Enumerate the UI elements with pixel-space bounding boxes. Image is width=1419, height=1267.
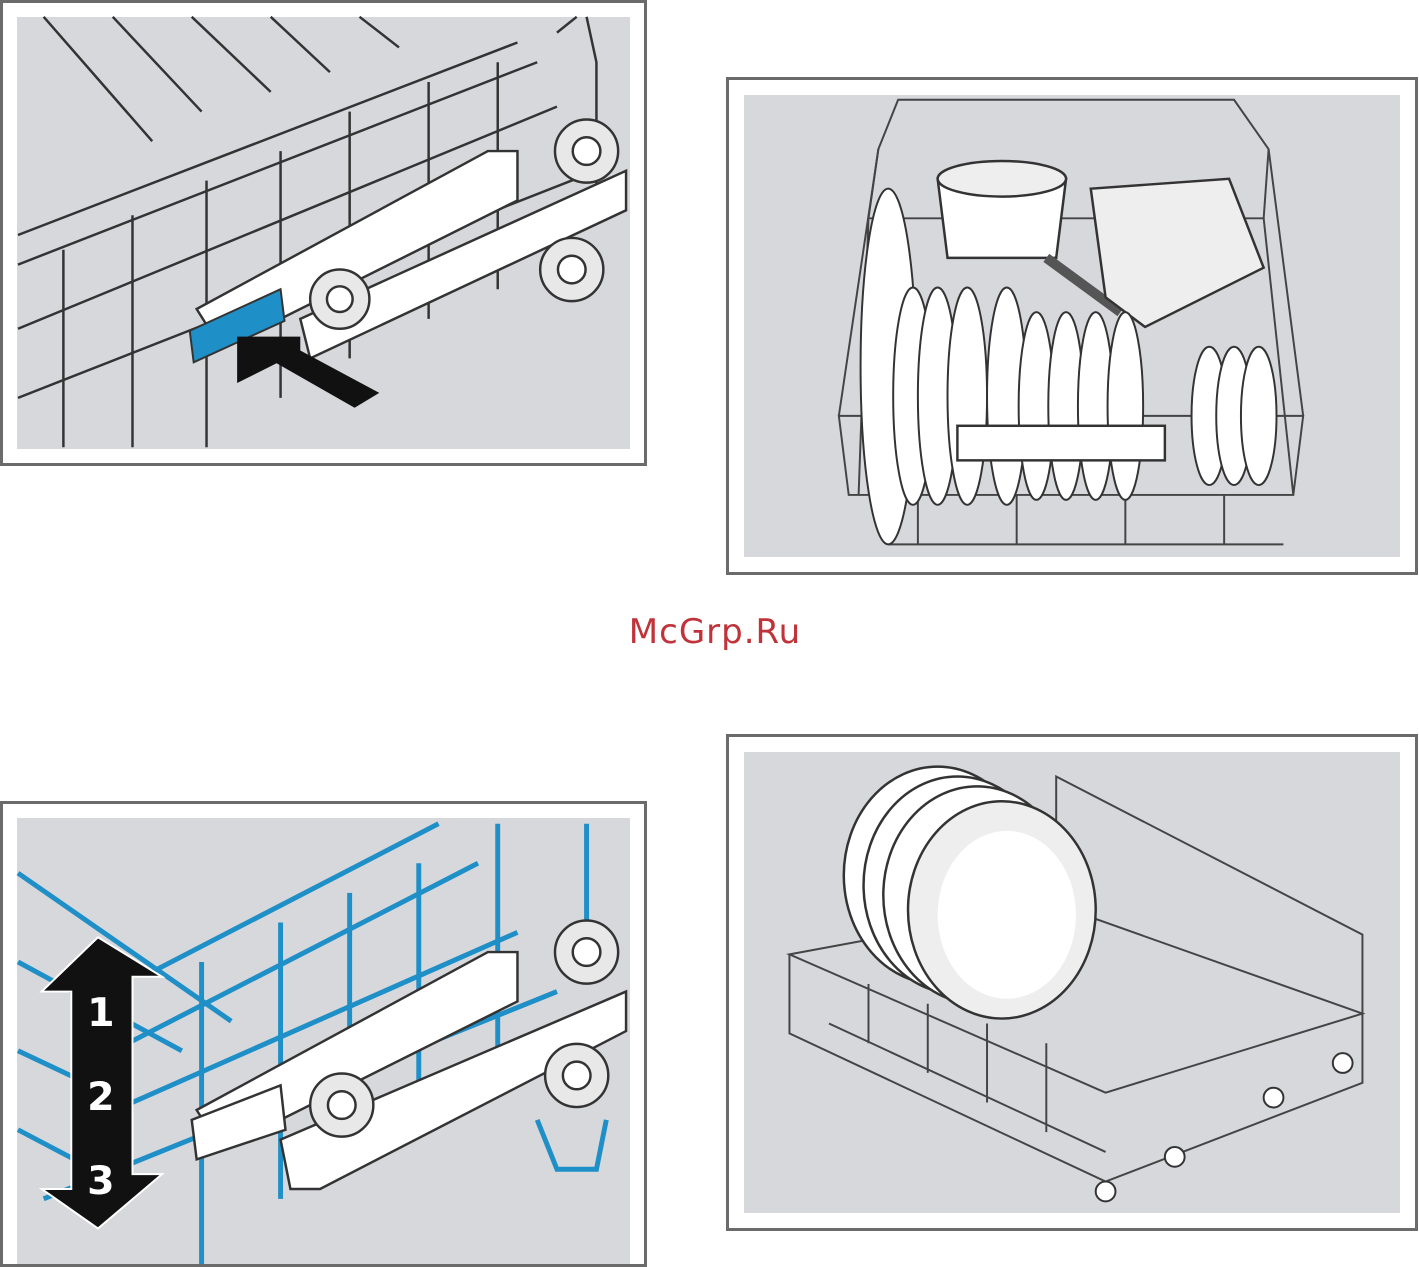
figure-lower-basket-with-plates (726, 734, 1418, 1231)
plate-icon (844, 767, 1096, 1019)
step-3-label: 3 (87, 1158, 114, 1204)
lower-basket-illustration (729, 737, 1415, 1228)
dish-icon (1091, 179, 1264, 327)
figure-rack-release-lever (0, 0, 647, 466)
wheel-icon (1096, 1053, 1353, 1201)
figure-rack-height-adjustment: 1 2 3 (0, 801, 647, 1267)
figure-basket-loaded-with-dishes (726, 77, 1418, 575)
rack-release-illustration (3, 3, 644, 463)
upper-basket-illustration (729, 80, 1415, 572)
step-1-label: 1 (87, 990, 114, 1036)
watermark-text: McGrp.Ru (560, 612, 870, 652)
rack-adjustment-illustration: 1 2 3 (3, 804, 644, 1264)
step-2-label: 2 (87, 1074, 114, 1120)
cup-shelf-icon (957, 426, 1164, 461)
